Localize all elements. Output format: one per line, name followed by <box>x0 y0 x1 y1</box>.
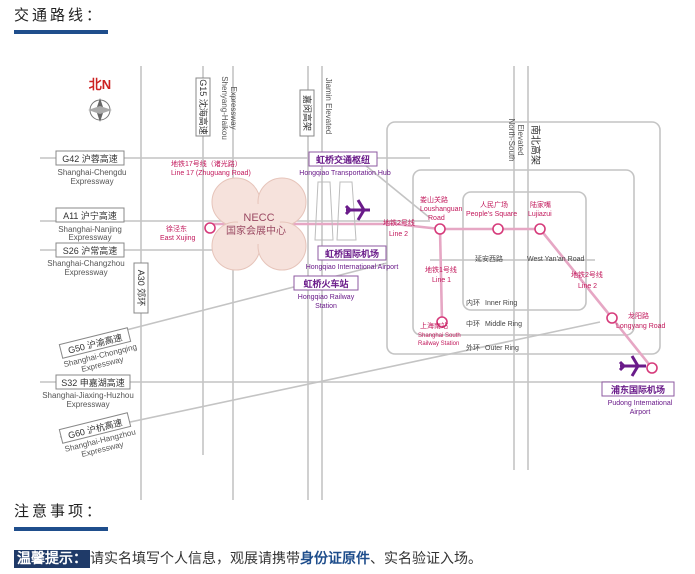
svg-text:龙阳路: 龙阳路 <box>628 311 649 320</box>
svg-text:Shanghai-Jiaxing-Huzhou: Shanghai-Jiaxing-Huzhou <box>42 391 134 400</box>
svg-text:Line 2: Line 2 <box>578 283 597 290</box>
hongqiao-hub: 虹桥交通枢纽 Hongqiao Transportation Hub <box>299 151 391 241</box>
svg-text:A30 郊环: A30 郊环 <box>136 270 147 307</box>
svg-text:G42 沪蓉高速: G42 沪蓉高速 <box>62 153 118 164</box>
highway-s32: S32 申嘉湖高速 Shanghai-Jiaxing-Huzhou Expres… <box>42 374 134 409</box>
svg-text:Elevated: Elevated <box>516 124 525 155</box>
svg-text:Lujiazui: Lujiazui <box>528 211 552 218</box>
svg-text:Hongqiao International Airport: Hongqiao International Airport <box>306 264 399 271</box>
svg-text:人民广场: 人民广场 <box>480 200 508 209</box>
hongqiao-airport: 虹桥国际机场 Hongqiao International Airport <box>306 245 399 271</box>
svg-text:浦东国际机场: 浦东国际机场 <box>611 384 665 395</box>
svg-text:徐泾东: 徐泾东 <box>166 224 187 233</box>
highway-a30: A30 郊环 <box>133 262 149 314</box>
svg-text:中环: 中环 <box>466 319 480 328</box>
svg-text:Road: Road <box>428 215 445 222</box>
highway-s26: S26 沪常高速 Shanghai-Changzhou Expressway <box>47 242 125 277</box>
svg-text:Inner Ring: Inner Ring <box>485 300 517 307</box>
svg-text:West Yan'an Road: West Yan'an Road <box>527 256 584 263</box>
svg-text:虹桥火车站: 虹桥火车站 <box>303 278 348 289</box>
highway-g15: G15 沈海高速 Shenyang-Haikou Expressway <box>195 76 238 140</box>
highway-g42: G42 沪蓉高速 Shanghai-Chengdu Expressway <box>55 150 127 186</box>
necc-venue: NECC 国家会展中心 <box>211 177 307 271</box>
svg-text:G15 沈海高速: G15 沈海高速 <box>198 79 209 135</box>
section-title-notes: 注意事项： <box>14 502 105 520</box>
svg-text:延安西路: 延安西路 <box>475 254 503 263</box>
tip-line: 温馨提示：请实名填写个人信息，观展请携带身份证原件、实名验证入场。 <box>14 548 482 568</box>
svg-text:North-South: North-South <box>507 118 516 161</box>
highway-g50: G50 沪渝高速 Shanghai-Chongqing Expressway <box>58 327 138 374</box>
svg-text:Expressway: Expressway <box>68 233 111 242</box>
svg-text:Middle Ring: Middle Ring <box>485 321 522 328</box>
svg-text:地铁2号线: 地铁2号线 <box>383 218 415 227</box>
svg-text:S26 沪常高速: S26 沪常高速 <box>63 245 118 256</box>
svg-text:地铁2号线: 地铁2号线 <box>571 270 603 279</box>
svg-text:Shanghai-Chengdu: Shanghai-Chengdu <box>58 168 127 177</box>
necc-cn-label: 国家会展中心 <box>226 224 286 237</box>
svg-text:East Xujing: East Xujing <box>160 235 196 242</box>
highway-a11: A11 沪宁高速 Shanghai-Nanjing Expressway <box>55 207 125 242</box>
svg-text:Line 17 (Zhuguang Road): Line 17 (Zhuguang Road) <box>171 170 251 177</box>
svg-text:S32 申嘉湖高速: S32 申嘉湖高速 <box>61 377 125 388</box>
svg-text:Shanghai-Nanjing: Shanghai-Nanjing <box>58 225 122 234</box>
svg-text:Line 2: Line 2 <box>389 231 408 238</box>
svg-text:Shenyang-Haikou: Shenyang-Haikou <box>220 76 229 140</box>
necc-en-label: NECC <box>243 212 274 224</box>
svg-text:Expressway: Expressway <box>70 177 113 186</box>
hongqiao-railway: 虹桥火车站 Hongqiao Railway Station <box>293 275 359 310</box>
svg-text:Expressway: Expressway <box>64 268 107 277</box>
highway-nanbei: 南北高架 North-South Elevated <box>507 118 542 165</box>
tip-id-card: 身份证原件 <box>300 551 370 567</box>
svg-text:Station: Station <box>315 303 337 310</box>
svg-text:Shanghai-Changzhou: Shanghai-Changzhou <box>47 259 124 268</box>
svg-text:外环: 外环 <box>466 343 480 352</box>
svg-text:Hongqiao Railway: Hongqiao Railway <box>298 294 355 301</box>
airplane-icon <box>344 199 370 221</box>
svg-text:内环: 内环 <box>466 298 480 307</box>
svg-text:地铁17号线（诸光路）: 地铁17号线（诸光路） <box>171 159 242 168</box>
svg-text:Line 1: Line 1 <box>432 277 451 284</box>
airplane-icon <box>618 355 646 377</box>
svg-text:Railway Station: Railway Station <box>418 341 459 347</box>
svg-text:Shanghai South: Shanghai South <box>418 333 461 339</box>
tip-text-end: 、实名验证入场。 <box>370 551 482 567</box>
metro-labels: 地铁17号线（诸光路） Line 17 (Zhuguang Road) 徐泾东 … <box>160 159 666 347</box>
tip-text: 请实名填写个人信息，观展请携带 <box>90 551 300 567</box>
tip-badge: 温馨提示： <box>14 550 90 568</box>
svg-text:Outer Ring: Outer Ring <box>485 345 519 352</box>
svg-text:虹桥国际机场: 虹桥国际机场 <box>325 248 379 259</box>
svg-text:南北高架: 南北高架 <box>529 125 542 165</box>
svg-text:Expressway: Expressway <box>229 86 238 129</box>
svg-text:陆家嘴: 陆家嘴 <box>530 200 551 209</box>
svg-text:嘉闵高架: 嘉闵高架 <box>302 95 313 131</box>
highway-jiamin: 嘉闵高架 Jiamin Elevated <box>299 78 333 137</box>
section-title-transport: 交通路线： <box>14 6 105 24</box>
highway-g60: G60 沪杭高速 Shanghai-Hangzhou Expressway <box>58 412 137 459</box>
section-underline <box>14 30 108 34</box>
section-underline <box>14 527 108 531</box>
svg-text:Jiamin Elevated: Jiamin Elevated <box>324 78 333 134</box>
svg-text:A11 沪宁高速: A11 沪宁高速 <box>63 210 117 221</box>
svg-text:Hongqiao Transportation Hub: Hongqiao Transportation Hub <box>299 170 391 177</box>
svg-text:People's Square: People's Square <box>466 211 517 218</box>
svg-text:Pudong International: Pudong International <box>608 400 673 407</box>
metro-stations <box>204 222 658 374</box>
svg-text:地铁1号线: 地铁1号线 <box>425 265 457 274</box>
north-label: 北N <box>89 77 111 92</box>
svg-text:Longyang Road: Longyang Road <box>616 323 666 330</box>
svg-text:Loushanguan: Loushanguan <box>420 206 463 213</box>
svg-text:上海南站: 上海南站 <box>420 321 448 330</box>
pudong-airport: 浦东国际机场 Pudong International Airport <box>601 355 675 416</box>
svg-text:Airport: Airport <box>630 409 651 416</box>
ring-labels: 延安西路 West Yan'an Road 内环 Inner Ring 中环 M… <box>466 254 584 352</box>
svg-text:虹桥交通枢纽: 虹桥交通枢纽 <box>316 154 370 165</box>
north-indicator: 北N <box>88 77 112 122</box>
svg-text:娄山关路: 娄山关路 <box>420 195 448 204</box>
svg-text:Expressway: Expressway <box>66 400 109 409</box>
